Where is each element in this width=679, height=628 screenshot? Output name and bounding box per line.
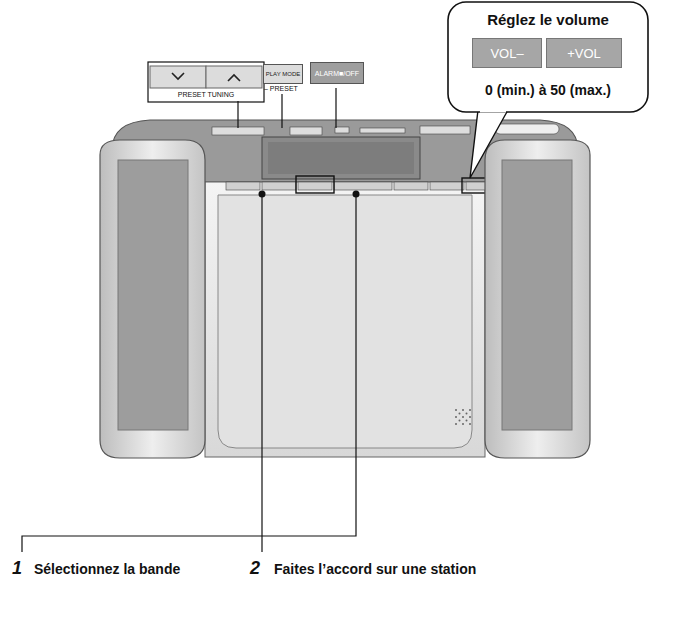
step-number: 2	[250, 558, 260, 579]
step-text: Sélectionnez la bande	[34, 561, 180, 577]
node-text: +VOL	[567, 46, 601, 61]
step-text: Faites l’accord sur une station	[274, 561, 476, 577]
volume-up-button: +VOL	[546, 38, 622, 68]
node-text: VOL–	[490, 46, 523, 61]
alarm-off-button: ALARM■/OFF	[310, 62, 364, 84]
play-mode-button: PLAY MODE	[263, 64, 303, 84]
node-text: 0 (min.) à 50 (max.)	[448, 82, 648, 98]
volume-down-button: VOL–	[472, 38, 542, 68]
node-text: ALARM■/OFF	[315, 70, 359, 77]
button-caption: PRESET TUNING	[178, 91, 235, 98]
node-text: PLAY MODE	[266, 71, 300, 77]
node-text: Réglez le volume	[448, 11, 648, 28]
step-number: 1	[12, 558, 22, 579]
button-caption: – PRESET	[264, 85, 298, 92]
volume-callout: Réglez le volume 0 (min.) à 50 (max.) VOL–…	[448, 2, 648, 112]
